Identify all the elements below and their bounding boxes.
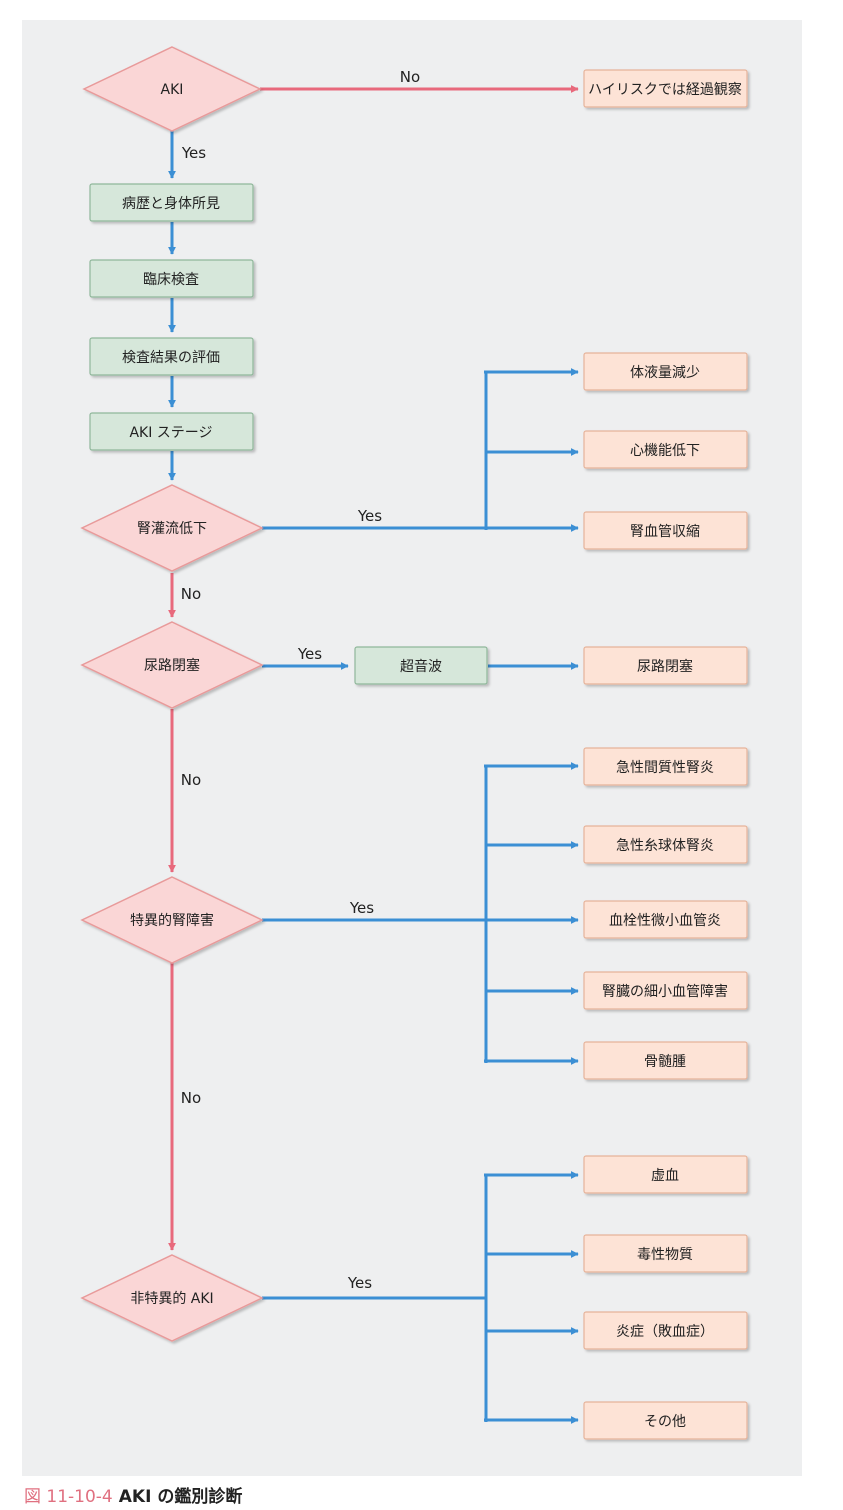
outcome-hypovolemia-box	[583, 352, 748, 391]
decision-intrinsic-shape	[80, 876, 264, 964]
outcome-agn-box	[583, 825, 748, 864]
outcome-ischemia-label: 虚血	[651, 1168, 679, 1184]
edge-label-obstruction-no: No	[181, 771, 201, 789]
outcome-tma-label: 血栓性微小血管炎	[609, 913, 721, 929]
outcome-cardiac-label: 心機能低下	[630, 443, 700, 459]
outcome-observe-box	[583, 69, 748, 108]
decision-hypoperfusion-shape	[80, 484, 264, 572]
step-staging-label: AKI ステージ	[129, 425, 212, 441]
step-labs-box	[89, 259, 254, 298]
figure-title: AKI の鑑別診断	[118, 1487, 243, 1507]
decision-obstruction-shape	[80, 621, 264, 709]
decision-aki-shape	[82, 46, 262, 132]
outcome-toxins-label: 毒性物質	[637, 1247, 693, 1263]
figure-number: 図 11-10-4	[24, 1487, 113, 1507]
outcome-obstruction-label: 尿路閉塞	[637, 658, 693, 675]
decision-obstruction-label: 尿路閉塞	[144, 657, 200, 674]
outcome-sepsis-label: 炎症（敗血症）	[616, 1324, 714, 1340]
edge-label-intrinsic-yes: Yes	[349, 899, 374, 917]
step-ultrasound-box	[354, 646, 488, 685]
edge-label-hypoperfusion-no: No	[181, 585, 201, 603]
outcome-cardiac-box	[583, 430, 748, 469]
outcome-observe-label: ハイリスクでは経過観察	[588, 81, 742, 98]
outcome-vasoconstriction-box	[583, 511, 748, 550]
edge-label-obstruction-yes: Yes	[297, 645, 322, 663]
step-evaluation-box	[89, 337, 254, 376]
outcome-other-box	[583, 1401, 748, 1440]
decision-intrinsic-label: 特異的腎障害	[130, 913, 214, 929]
decision-nonspecific-label: 非特異的 AKI	[130, 1291, 213, 1307]
step-history-box	[89, 183, 254, 222]
outcome-other-label: その他	[644, 1414, 686, 1430]
outcome-vasoconstriction-label: 腎血管収縮	[630, 524, 700, 540]
step-evaluation-label: 検査結果の評価	[122, 350, 220, 366]
outcome-agn-label: 急性糸球体腎炎	[616, 838, 714, 854]
step-labs-label: 臨床検査	[143, 272, 199, 288]
edge-label-hypoperfusion-yes: Yes	[357, 507, 382, 525]
outcome-small-vessel-box	[583, 971, 748, 1010]
edge-label-aki-yes: Yes	[181, 144, 206, 162]
edge-label-aki-no: No	[400, 68, 420, 86]
step-history-label: 病歴と身体所見	[122, 196, 220, 212]
decision-hypoperfusion-label: 腎灌流低下	[137, 521, 207, 537]
outcome-ain-label: 急性間質性腎炎	[616, 760, 714, 776]
decision-nonspecific-shape	[80, 1254, 264, 1342]
outcome-ischemia-box	[583, 1155, 748, 1194]
outcome-tma-box	[583, 900, 748, 939]
step-ultrasound-label: 超音波	[400, 658, 442, 675]
outcome-sepsis-box	[583, 1311, 748, 1350]
outcome-toxins-box	[583, 1234, 748, 1273]
outcome-ain-box	[583, 747, 748, 786]
outcome-myeloma-label: 骨髄腫	[644, 1054, 686, 1070]
outcome-myeloma-box	[583, 1041, 748, 1080]
outcome-small-vessel-label: 腎臓の細小血管障害	[602, 984, 728, 1000]
edge-label-nonspecific-yes: Yes	[347, 1274, 372, 1292]
edge-label-intrinsic-no: No	[181, 1089, 201, 1107]
step-staging-box	[89, 412, 254, 451]
decision-aki-label: AKI	[161, 82, 184, 98]
outcome-hypovolemia-label: 体液量減少	[630, 364, 700, 381]
outcome-obstruction-box	[583, 646, 748, 685]
